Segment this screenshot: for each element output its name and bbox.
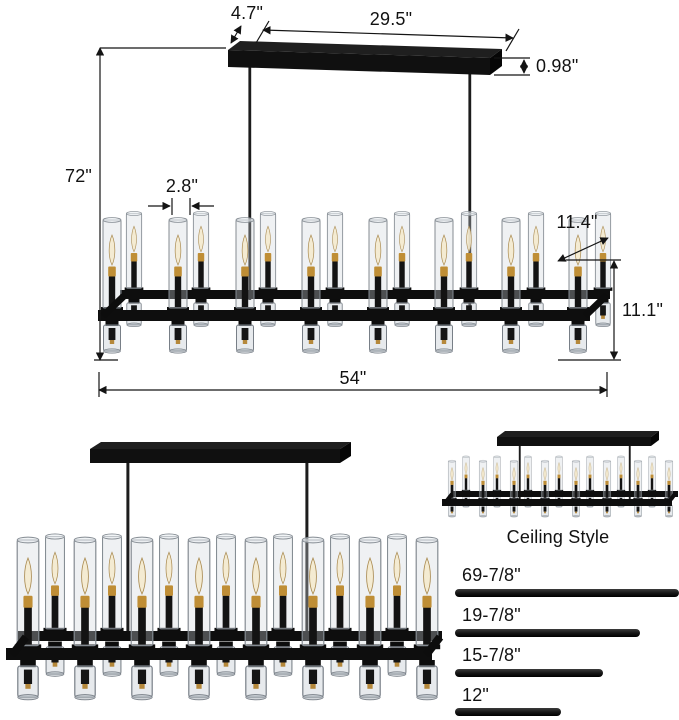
frame-back-rail bbox=[120, 290, 610, 299]
frame-right-end bbox=[582, 292, 610, 319]
frame-right-end bbox=[666, 492, 677, 505]
chandelier-dimension-view bbox=[94, 20, 621, 397]
chandelier-ceiling-style-view bbox=[442, 431, 678, 518]
dimension-fixture-length: 54" bbox=[339, 368, 367, 388]
ceiling-canopy bbox=[228, 41, 502, 75]
dimension-canopy-length: 29.5" bbox=[369, 9, 413, 29]
frame-front-rail bbox=[442, 499, 672, 506]
dimension-overall-height: 72" bbox=[64, 166, 92, 186]
rod-length-bar bbox=[455, 589, 679, 597]
frame-front-rail bbox=[6, 648, 432, 660]
rod-length-label: 15-7/8" bbox=[462, 645, 521, 665]
rod-length-bar bbox=[455, 708, 561, 716]
dimension-canopy-depth: 4.7" bbox=[230, 3, 264, 23]
ceiling-canopy bbox=[90, 442, 351, 463]
front-light-row bbox=[100, 217, 590, 354]
frame-front-rail bbox=[98, 310, 590, 321]
frame-left-end bbox=[443, 492, 454, 505]
rod-length-bar bbox=[455, 669, 603, 677]
dimension-fixture-height: 11.1" bbox=[622, 300, 664, 320]
frame-left-end bbox=[100, 292, 128, 319]
rod-length-label: 19-7/8" bbox=[462, 605, 521, 625]
hanging-rod-left bbox=[518, 444, 521, 500]
ceiling-style-label: Ceiling Style bbox=[506, 527, 610, 547]
canopy-depth-arrow bbox=[230, 25, 242, 44]
hanging-rod-left bbox=[248, 64, 252, 300]
frame-right-end bbox=[422, 634, 444, 658]
hanging-rod-left bbox=[126, 460, 130, 640]
frame-back-rail bbox=[452, 491, 678, 497]
rod-length-label: 69-7/8" bbox=[462, 565, 521, 585]
dimension-lines bbox=[94, 20, 621, 397]
frame-left-end bbox=[8, 634, 30, 658]
chandelier-front-view bbox=[6, 442, 444, 701]
dimension-fixture-depth: 11.4" bbox=[556, 212, 598, 232]
ceiling-canopy bbox=[497, 431, 659, 446]
fixture-depth-arrow bbox=[557, 237, 609, 262]
rod-length-bar bbox=[455, 629, 640, 637]
canopy-length-arrow bbox=[262, 26, 514, 42]
rod-length-label: 12" bbox=[462, 685, 490, 705]
dimension-shade-diameter: 2.8" bbox=[165, 176, 199, 196]
hanging-rod-right bbox=[468, 72, 472, 308]
hanging-rod-right bbox=[628, 444, 631, 500]
dimension-canopy-thickness: 0.98" bbox=[536, 56, 579, 76]
frame-back-rail bbox=[18, 631, 442, 641]
